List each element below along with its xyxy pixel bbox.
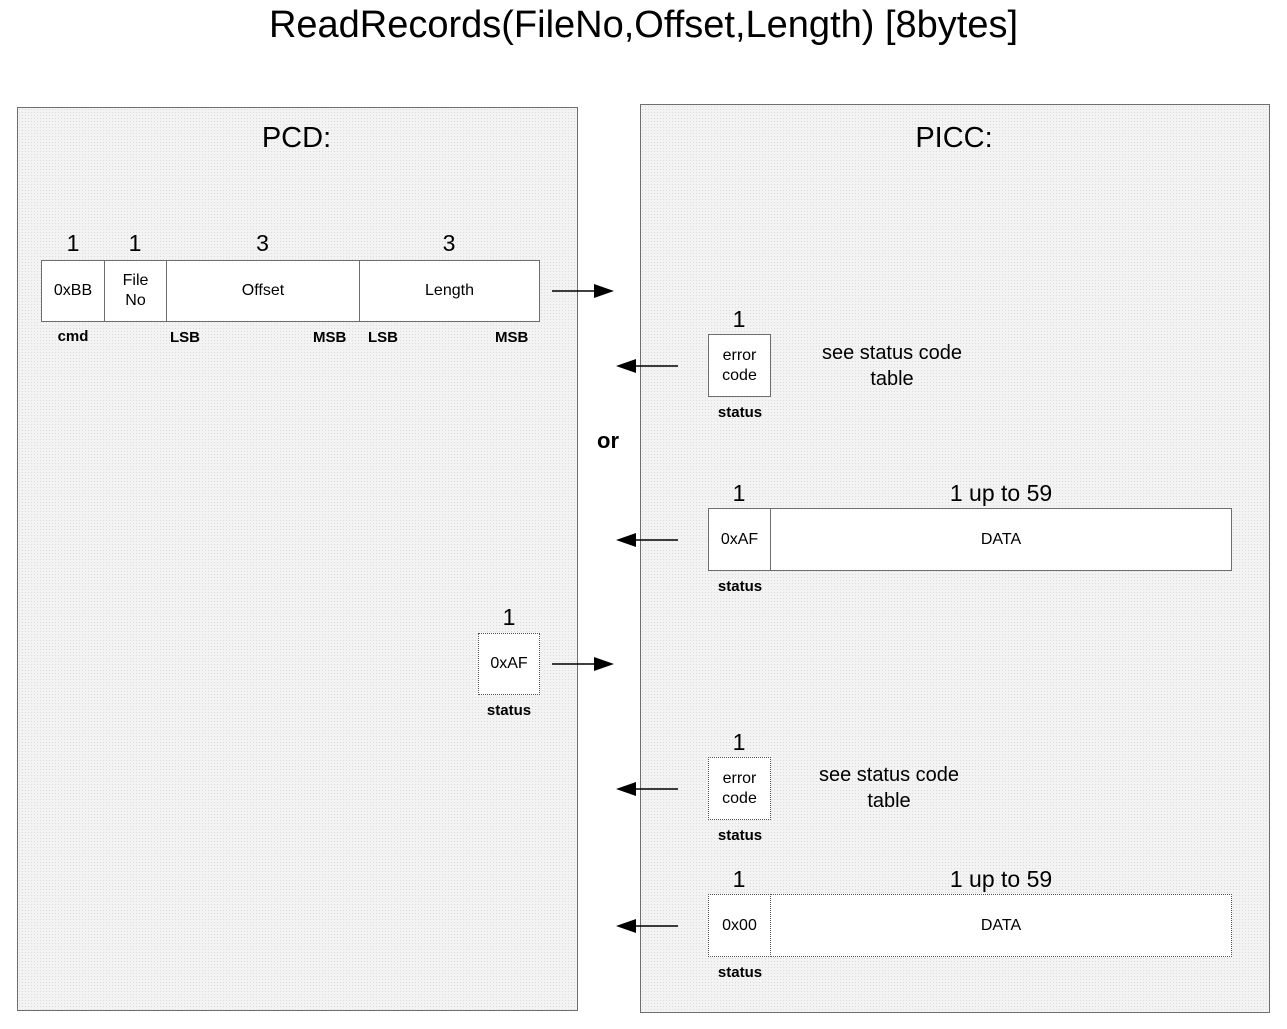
error1-status-caption: status (717, 404, 763, 421)
error2-byte-count: 1 (732, 729, 746, 755)
data2-status-label: 0x00 (722, 916, 757, 934)
error2-code-label: error code (722, 769, 757, 807)
arrow-continue-to-picc (552, 657, 614, 671)
error1-byte-count: 1 (732, 306, 746, 332)
fileno-field: File No (104, 260, 167, 322)
error2-status-caption: status (717, 827, 763, 844)
arrow-data1-to-pcd (616, 533, 678, 547)
cmd-caption: cmd (57, 328, 89, 345)
error1-code-box: error code (708, 334, 771, 397)
pcd-heading: PCD: (261, 122, 332, 154)
error1-code-label: error code (722, 346, 757, 384)
offset-lsb-label: LSB (170, 329, 200, 346)
data1-status-caption: status (717, 578, 763, 595)
pcd-panel (17, 107, 578, 1011)
offset-byte-count: 3 (256, 230, 269, 256)
data2-status-count: 1 (732, 866, 746, 892)
picc-heading: PICC: (915, 122, 993, 154)
data2-data-count: 1 up to 59 (949, 866, 1053, 892)
continue-status-label: 0xAF (490, 655, 528, 672)
data2-data-label: DATA (980, 916, 1022, 934)
or-label: or (597, 428, 619, 453)
diagram-title: ReadRecords(FileNo,Offset,Length) [8byte… (268, 4, 1019, 46)
error1-note: see status code table (821, 342, 963, 390)
fileno-field-label: File No (122, 272, 149, 309)
data2-status-box: 0x00 (708, 894, 771, 957)
data2-data-box: DATA (770, 894, 1232, 957)
cmd-field-0xbb: 0xBB (41, 260, 105, 322)
error2-note: see status code table (818, 764, 960, 812)
data1-status-count: 1 (732, 480, 746, 506)
length-field-label: Length (425, 282, 474, 299)
length-field: Length (359, 260, 540, 322)
cmd-byte-count: 1 (66, 230, 80, 256)
offset-field: Offset (166, 260, 360, 322)
data2-status-caption: status (717, 964, 763, 981)
length-lsb-label: LSB (368, 329, 398, 346)
arrow-error2-to-pcd (616, 782, 678, 796)
length-byte-count: 3 (442, 230, 456, 256)
continue-status-caption: status (486, 702, 532, 719)
arrow-data2-to-pcd (616, 919, 678, 933)
cmd-field-label: 0xBB (53, 282, 93, 299)
arrow-command-to-picc (552, 284, 614, 298)
arrow-error1-to-pcd (616, 359, 678, 373)
length-msb-label: MSB (495, 329, 529, 346)
offset-field-label: Offset (241, 282, 285, 299)
error2-code-box: error code (708, 757, 771, 820)
continue-status-box: 0xAF (478, 633, 540, 695)
data1-status-label: 0xAF (720, 530, 759, 548)
fileno-byte-count: 1 (128, 230, 142, 256)
data1-data-label: DATA (980, 530, 1022, 548)
data1-data-box: DATA (770, 508, 1232, 571)
data1-data-count: 1 up to 59 (949, 480, 1053, 506)
offset-msb-label: MSB (313, 329, 347, 346)
continue-byte-count: 1 (502, 604, 516, 630)
